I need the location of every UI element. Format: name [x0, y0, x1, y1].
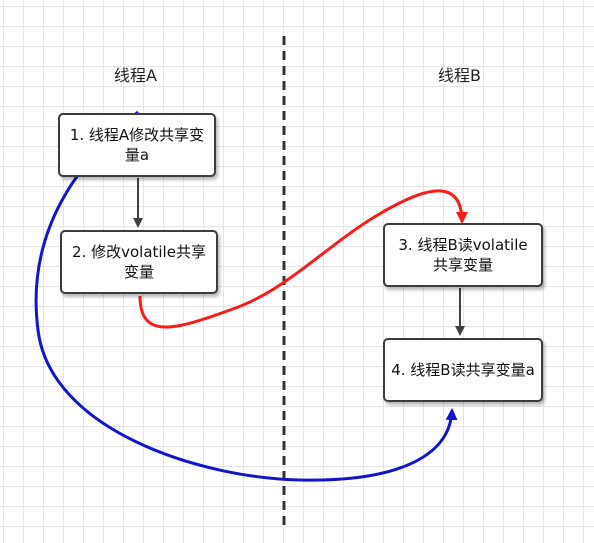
- node-step2-modify-volatile-variable[interactable]: 2. 修改volatile共享变量: [60, 230, 218, 294]
- lane-title-thread-a: 线程A: [114, 66, 157, 85]
- node-step3-read-volatile-variable[interactable]: 3. 线程B读volatile共享变量: [383, 223, 543, 287]
- lane-title-thread-b: 线程B: [438, 66, 481, 85]
- node-step1-modify-shared-variable[interactable]: 1. 线程A修改共享变量a: [58, 113, 216, 177]
- volatile-visibility-arrow: [138, 189, 468, 329]
- node-step4-read-shared-variable[interactable]: 4. 线程B读共享变量a: [383, 338, 543, 402]
- shared-variable-visibility-arrow: [34, 110, 458, 482]
